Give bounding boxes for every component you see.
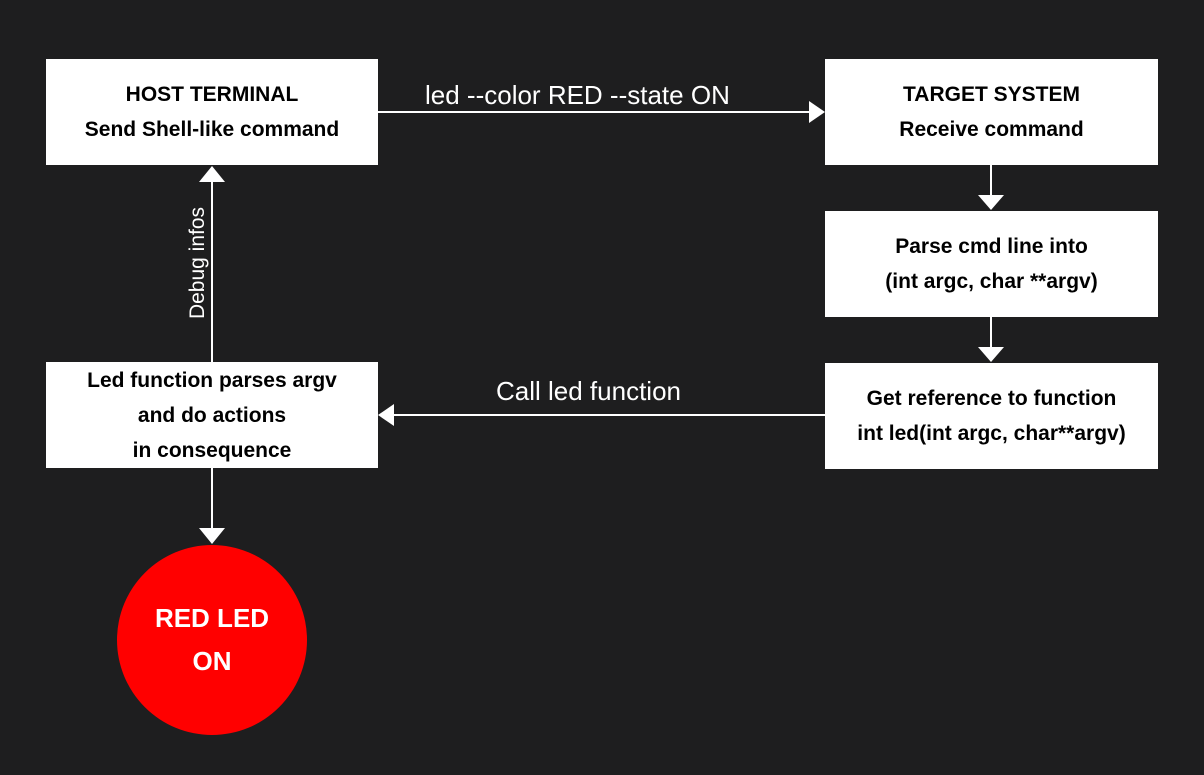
arrowhead-host-to-target <box>809 101 825 123</box>
red-led-line-1: RED LED <box>154 603 270 633</box>
arrowhead-ledfn-to-host <box>199 166 225 182</box>
get-reference-node: Get reference to function int led(int ar… <box>825 363 1158 469</box>
target-system-node: TARGET SYSTEM Receive command <box>825 59 1158 165</box>
parse-cmd-line-2: (int argc, char **argv) <box>885 270 1098 293</box>
host-terminal-title: HOST TERMINAL <box>125 83 299 106</box>
red-led-node: RED LED ON <box>117 545 307 735</box>
target-system-title: TARGET SYSTEM <box>903 83 1080 106</box>
host-terminal-subtitle: Send Shell-like command <box>84 118 340 141</box>
parse-cmd-node: Parse cmd line into (int argc, char **ar… <box>825 211 1158 317</box>
arrowhead-parse-to-getref <box>978 347 1004 362</box>
parse-cmd-line-1: Parse cmd line into <box>895 235 1088 258</box>
get-reference-line-1: Get reference to function <box>866 387 1117 410</box>
led-function-line-1: Led function parses argv <box>87 368 337 392</box>
arrowhead-target-to-parse <box>978 195 1004 210</box>
led-function-line-2: and do actions <box>137 403 287 427</box>
command-edge-label: led --color RED --state ON <box>425 80 730 110</box>
arrowhead-getref-to-ledfn <box>378 404 394 426</box>
debug-edge-label: Debug infos <box>186 206 209 320</box>
host-terminal-node: HOST TERMINAL Send Shell-like command <box>46 59 378 165</box>
red-led-line-2: ON <box>192 646 232 676</box>
target-system-subtitle: Receive command <box>899 118 1084 141</box>
led-function-line-3: in consequence <box>132 438 292 462</box>
get-reference-line-2: int led(int argc, char**argv) <box>857 422 1126 445</box>
arrowhead-ledfn-to-led <box>199 528 225 544</box>
call-edge-label: Call led function <box>496 376 681 406</box>
led-function-node: Led function parses argv and do actions … <box>46 362 378 468</box>
